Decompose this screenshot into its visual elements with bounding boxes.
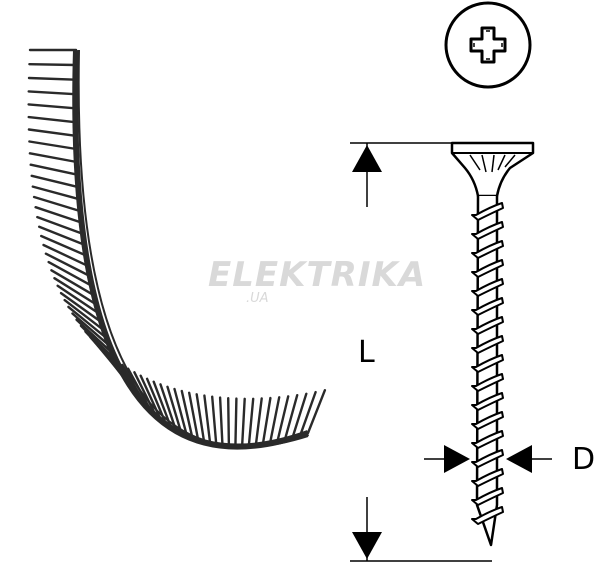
collated-screw-strip-icon (27, 48, 327, 450)
dimension-lines (350, 142, 552, 562)
watermark-domain: .UA (246, 291, 269, 306)
watermark: ELEKTRIKA .UA (208, 255, 426, 306)
length-label: L (358, 335, 375, 370)
phillips-head-icon (444, 1, 532, 89)
diameter-label: D (572, 442, 595, 477)
watermark-brand: ELEKTRIKA (208, 255, 426, 295)
drywall-screw-icon (450, 141, 535, 547)
